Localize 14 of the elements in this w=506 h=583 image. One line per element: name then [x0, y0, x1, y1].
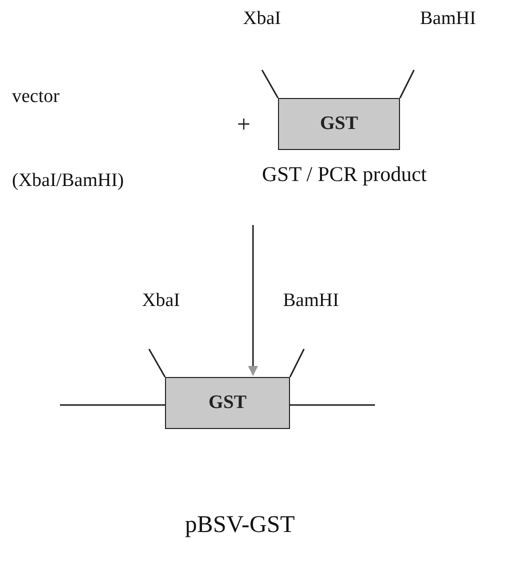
plus-sign: +	[237, 112, 251, 140]
plasmid-name: pBSV-GST	[185, 512, 295, 540]
gene-box	[165, 377, 290, 429]
enzyme-site-label: XbaI	[243, 8, 281, 30]
enzyme-sites-label: (XbaI/BamHI)	[12, 170, 124, 192]
gene-label: GST	[320, 113, 358, 135]
enzyme-site-label: BamHI	[420, 8, 476, 30]
product-label: GST / PCR product	[262, 162, 427, 186]
enzyme-site-label: BamHI	[283, 290, 339, 312]
gene-label: GST	[208, 392, 247, 414]
arrow	[248, 225, 258, 376]
enzyme-site-label: XbaI	[142, 290, 180, 312]
gene-box	[278, 98, 400, 150]
vector-label: vector	[12, 86, 60, 108]
